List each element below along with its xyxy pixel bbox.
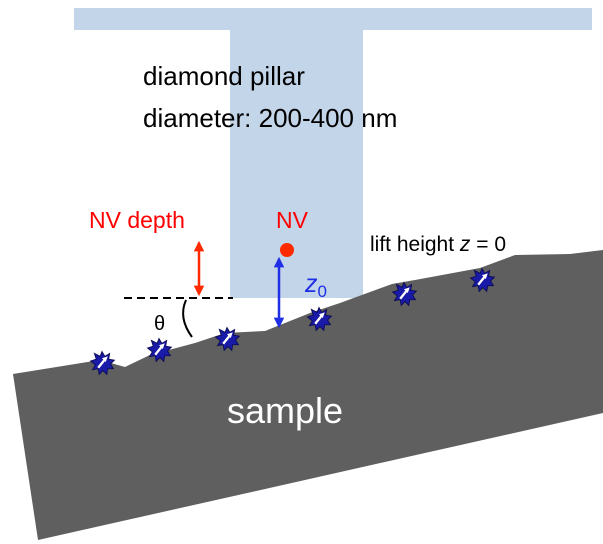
theta-label: θ [154, 313, 165, 335]
pillar-title-line-1: diamond pillar [143, 61, 305, 91]
lift-height-label: lift height z = 0 [370, 233, 506, 256]
pillar-stem [230, 8, 363, 298]
angle-arc [182, 299, 193, 338]
pillar-title-line-2: diameter: 200-400 nm [143, 103, 397, 133]
nv-depth-label: NV depth [89, 207, 185, 233]
z0-label: z0 [304, 270, 327, 301]
nv-label: NV [276, 207, 309, 233]
nv-center-dot [280, 243, 294, 257]
sample-label: sample [227, 390, 343, 431]
sample-body [13, 250, 603, 540]
